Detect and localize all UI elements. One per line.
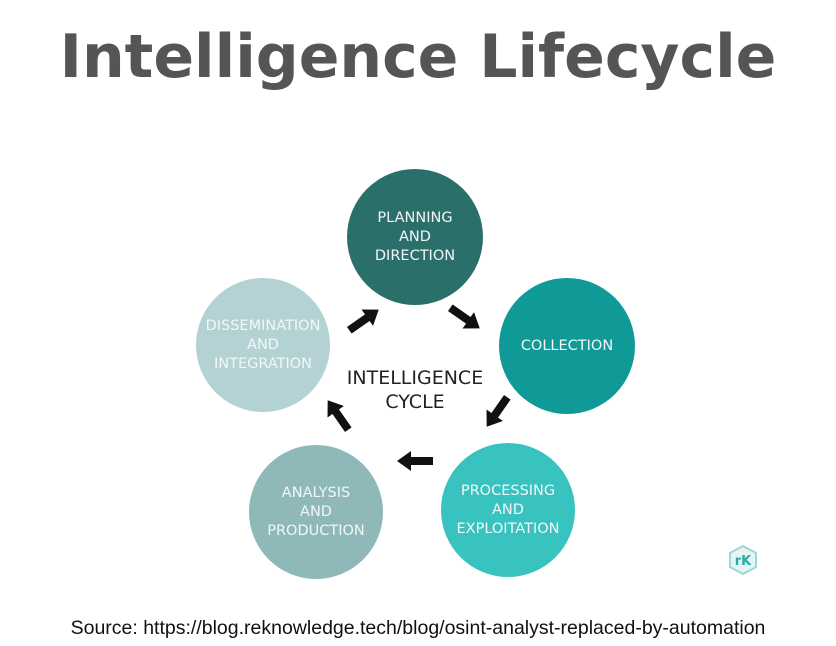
arrow-planning-to-collection — [447, 304, 480, 329]
svg-text:rK: rK — [735, 554, 752, 569]
arrow-dissemination-to-planning — [346, 309, 379, 334]
center-label: INTELLIGENCE CYCLE — [346, 367, 484, 413]
stage-planning: PLANNING AND DIRECTION — [347, 169, 483, 305]
stage-analysis: ANALYSIS AND PRODUCTION — [249, 445, 383, 579]
source-citation: Source: https://blog.reknowledge.tech/bl… — [70, 617, 766, 639]
reknowledge-logo: rK — [729, 544, 757, 576]
stage-processing: PROCESSING AND EXPLOITATION — [441, 443, 575, 577]
arrow-analysis-to-dissemination — [327, 400, 352, 433]
page-title: Intelligence Lifecycle — [59, 22, 777, 92]
stage-dissemination: DISSEMINATION AND INTEGRATION — [196, 278, 330, 412]
arrow-processing-to-analysis — [397, 451, 433, 471]
stage-collection: COLLECTION — [499, 278, 635, 414]
arrow-collection-to-processing — [486, 394, 511, 427]
